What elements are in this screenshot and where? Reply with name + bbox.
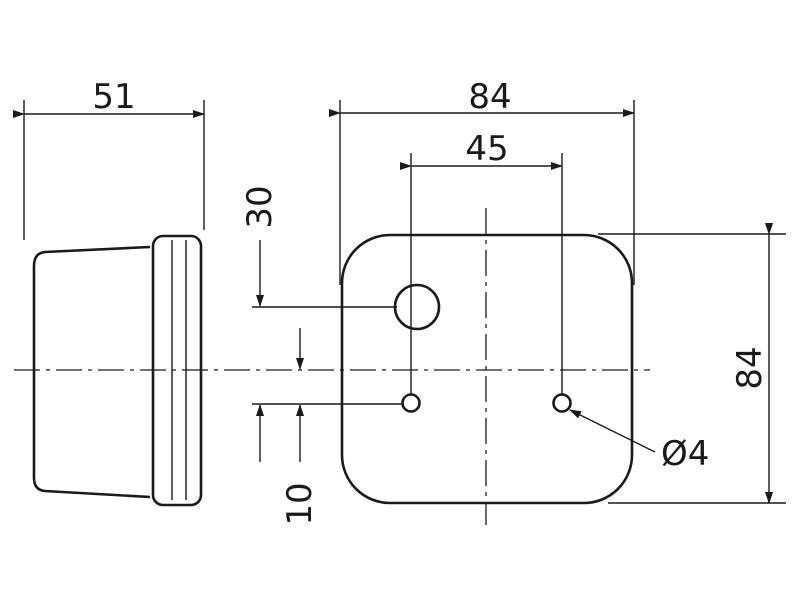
hole-spacing-dimension: 45 xyxy=(400,129,563,395)
front-view xyxy=(340,208,634,525)
depth-dimension: 51 xyxy=(13,77,205,240)
plate-width-label: 84 xyxy=(468,77,511,117)
small-hole-left xyxy=(401,393,421,413)
hole-diameter-label: Ø4 xyxy=(661,434,709,474)
lamp-lens-outline xyxy=(32,245,151,499)
plate-width-dimension: 84 xyxy=(329,77,635,285)
large-hole-offset-label: 30 xyxy=(240,185,280,228)
mounting-plate-outline xyxy=(340,233,634,505)
small-hole-offset-label: 10 xyxy=(280,482,320,525)
hole-spacing-label: 45 xyxy=(465,129,508,169)
depth-label: 51 xyxy=(92,77,135,117)
plate-height-dimension: 84 xyxy=(598,223,786,504)
large-hole xyxy=(393,283,441,331)
hole-offset-dimensions: 30 10 xyxy=(240,185,402,526)
plate-height-label: 84 xyxy=(730,346,770,389)
hole-diameter-callout: Ø4 xyxy=(569,409,709,474)
small-hole-right xyxy=(552,393,572,413)
